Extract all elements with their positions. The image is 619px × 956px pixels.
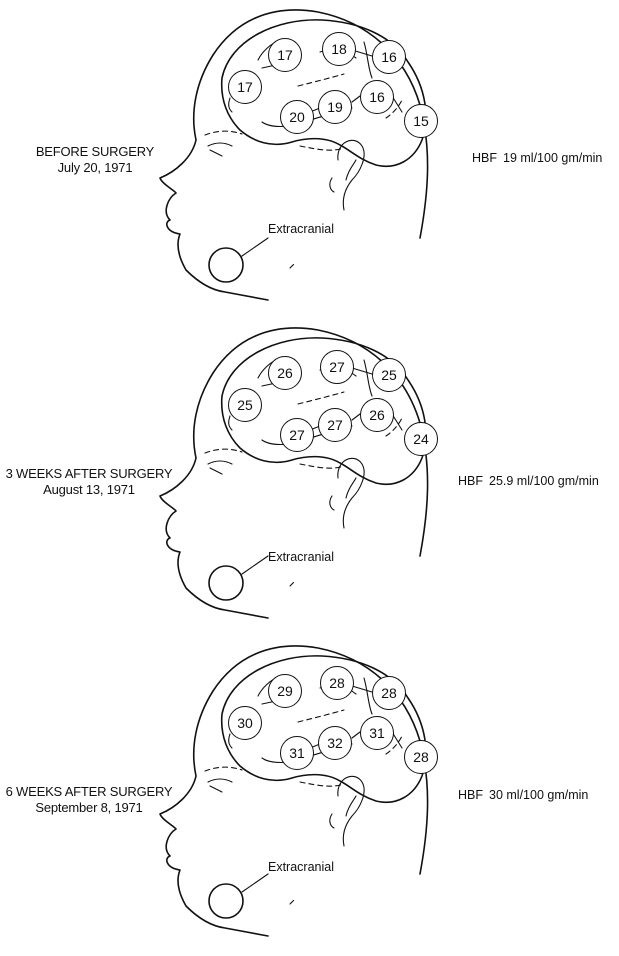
extracranial-label: Extracranial [268, 222, 334, 236]
region-node-occipital-inferior: 24 [404, 422, 438, 456]
panel-before-surgery: 17 18 16 17 20 19 16 15 BEFORE SURGERY J… [0, 0, 619, 318]
region-node-occipital-inferior: 28 [404, 740, 438, 774]
region-node-frontal-anterior: 17 [228, 70, 262, 104]
region-node-frontal-anterior: 25 [228, 388, 262, 422]
region-node-parietal-inferior: 16 [360, 80, 394, 114]
region-node-frontal-superior: 26 [268, 356, 302, 390]
region-node-temporal-middle: 27 [318, 408, 352, 442]
region-node-frontal-superior: 29 [268, 674, 302, 708]
region-node-temporal-anterior: 31 [280, 736, 314, 770]
condition-date: September 8, 1971 [4, 800, 174, 816]
region-node-occipital-superior: 16 [372, 40, 406, 74]
region-node-parietal-superior: 27 [320, 350, 354, 384]
hbf-value-label: HBF 19 ml/100 gm/min [472, 151, 602, 165]
condition-title: BEFORE SURGERY [20, 144, 170, 160]
condition-date: July 20, 1971 [20, 160, 170, 176]
region-node-parietal-superior: 18 [322, 32, 356, 66]
region-node-temporal-middle: 32 [318, 726, 352, 760]
region-node-parietal-inferior: 31 [360, 716, 394, 750]
hbf-value: 30 ml/100 gm/min [489, 788, 588, 802]
condition-date: August 13, 1971 [4, 482, 174, 498]
region-node-parietal-inferior: 26 [360, 398, 394, 432]
hbf-prefix: HBF [458, 474, 483, 488]
region-node-frontal-anterior: 30 [228, 706, 262, 740]
region-node-parietal-superior: 28 [320, 666, 354, 700]
extracranial-label: Extracranial [268, 550, 334, 564]
condition-label: 3 WEEKS AFTER SURGERY August 13, 1971 [4, 466, 174, 498]
hbf-value-label: HBF 25.9 ml/100 gm/min [458, 474, 599, 488]
extracranial-label: Extracranial [268, 860, 334, 874]
region-node-frontal-superior: 17 [268, 38, 302, 72]
condition-title: 6 WEEKS AFTER SURGERY [4, 784, 174, 800]
region-node-occipital-superior: 25 [372, 358, 406, 392]
hbf-value-label: HBF 30 ml/100 gm/min [458, 788, 588, 802]
hbf-prefix: HBF [458, 788, 483, 802]
region-node-temporal-anterior: 27 [280, 418, 314, 452]
hbf-prefix: HBF [472, 151, 497, 165]
region-node-temporal-middle: 19 [318, 90, 352, 124]
hbf-value: 19 ml/100 gm/min [503, 151, 602, 165]
condition-title: 3 WEEKS AFTER SURGERY [4, 466, 174, 482]
region-node-occipital-inferior: 15 [404, 104, 438, 138]
region-node-temporal-anterior: 20 [280, 100, 314, 134]
condition-label: 6 WEEKS AFTER SURGERY September 8, 1971 [4, 784, 174, 816]
panel-3-weeks-after-surgery: 26 27 25 25 27 27 26 24 3 WEEKS AFTER SU… [0, 318, 619, 636]
hbf-value: 25.9 ml/100 gm/min [489, 474, 599, 488]
region-node-occipital-superior: 28 [372, 676, 406, 710]
condition-label: BEFORE SURGERY July 20, 1971 [20, 144, 170, 176]
panel-6-weeks-after-surgery: 29 28 28 30 31 32 31 28 6 WEEKS AFTER SU… [0, 636, 619, 954]
